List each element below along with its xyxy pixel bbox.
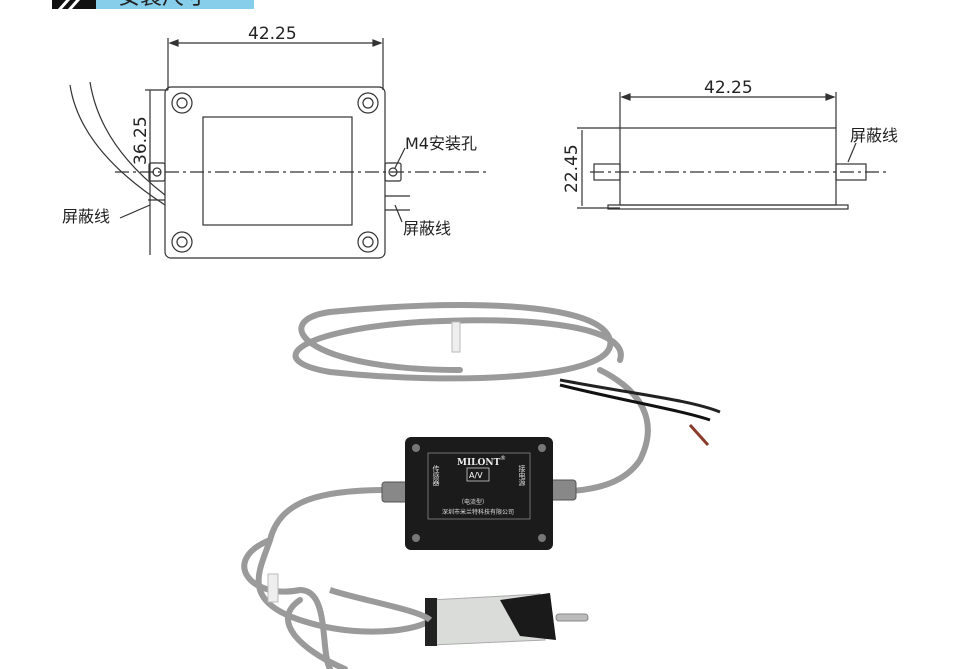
front-view	[69, 38, 490, 259]
displacement-sensor	[329, 587, 589, 646]
front-height-dim: 36.25	[131, 116, 151, 165]
side-height-dim: 22.45	[562, 144, 582, 193]
product-photo	[241, 302, 651, 669]
side-view	[577, 92, 890, 210]
company-label: 深圳市米兰特科技有限公司	[442, 508, 514, 516]
side-width-dim: 42.25	[704, 78, 753, 98]
shield-side-label: 屏蔽线	[850, 126, 898, 145]
section-banner: 安装尺寸	[52, 0, 254, 10]
shield-left-label: 屏蔽线	[62, 207, 110, 226]
hole-label: M4安装孔	[405, 134, 477, 153]
brand-label: MILONT	[457, 458, 501, 468]
front-width-dim: 42.25	[248, 24, 297, 44]
sensor-side-label: 传感器	[432, 464, 440, 487]
shield-right-label: 屏蔽线	[403, 219, 451, 238]
converter-box: MILONT ® A/V 传感器 接电源 （电流型） 深圳市米兰特科技有限公司	[405, 437, 553, 550]
type-label: （电流型）	[458, 498, 488, 506]
banner-title: 安装尺寸	[118, 0, 206, 10]
brand-mark: ®	[500, 455, 506, 462]
center-label: A/V	[469, 471, 483, 480]
power-side-label: 接电源	[518, 464, 526, 487]
